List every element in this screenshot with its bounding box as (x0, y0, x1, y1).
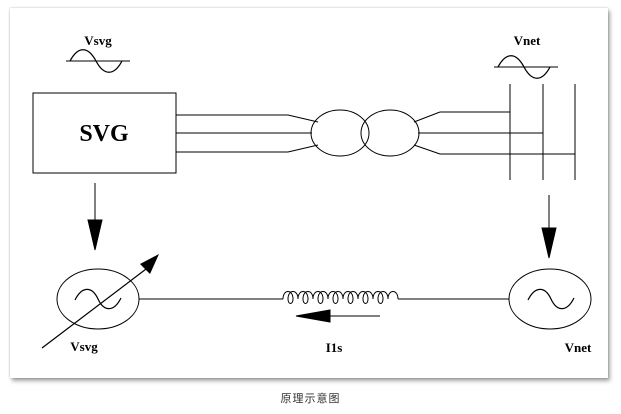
svg-feeder-lines (176, 114, 319, 153)
vnet-top-sine-icon (494, 55, 558, 79)
vnet-bottom-label: Vnet (565, 340, 592, 355)
figure-caption: 原理示意图 (280, 392, 341, 405)
current-direction-arrow (295, 309, 380, 323)
grid-source (508, 268, 592, 330)
vsvg-top-sine-icon (66, 49, 130, 73)
vsvg-top-label: Vsvg (84, 33, 112, 48)
vnet-down-arrow (541, 195, 557, 259)
transformer-symbol (310, 109, 420, 157)
current-label: I1s (326, 340, 343, 355)
vnet-top-label: Vnet (514, 33, 541, 48)
grid-feeder-lines (413, 111, 575, 155)
vsvg-bottom-label: Vsvg (70, 339, 98, 354)
svg-down-arrow (87, 183, 103, 251)
grid-bus-bars (509, 84, 576, 180)
svg-block-label: SVG (79, 121, 129, 147)
svg-variable-source (41, 254, 159, 349)
line-inductor (139, 291, 509, 304)
